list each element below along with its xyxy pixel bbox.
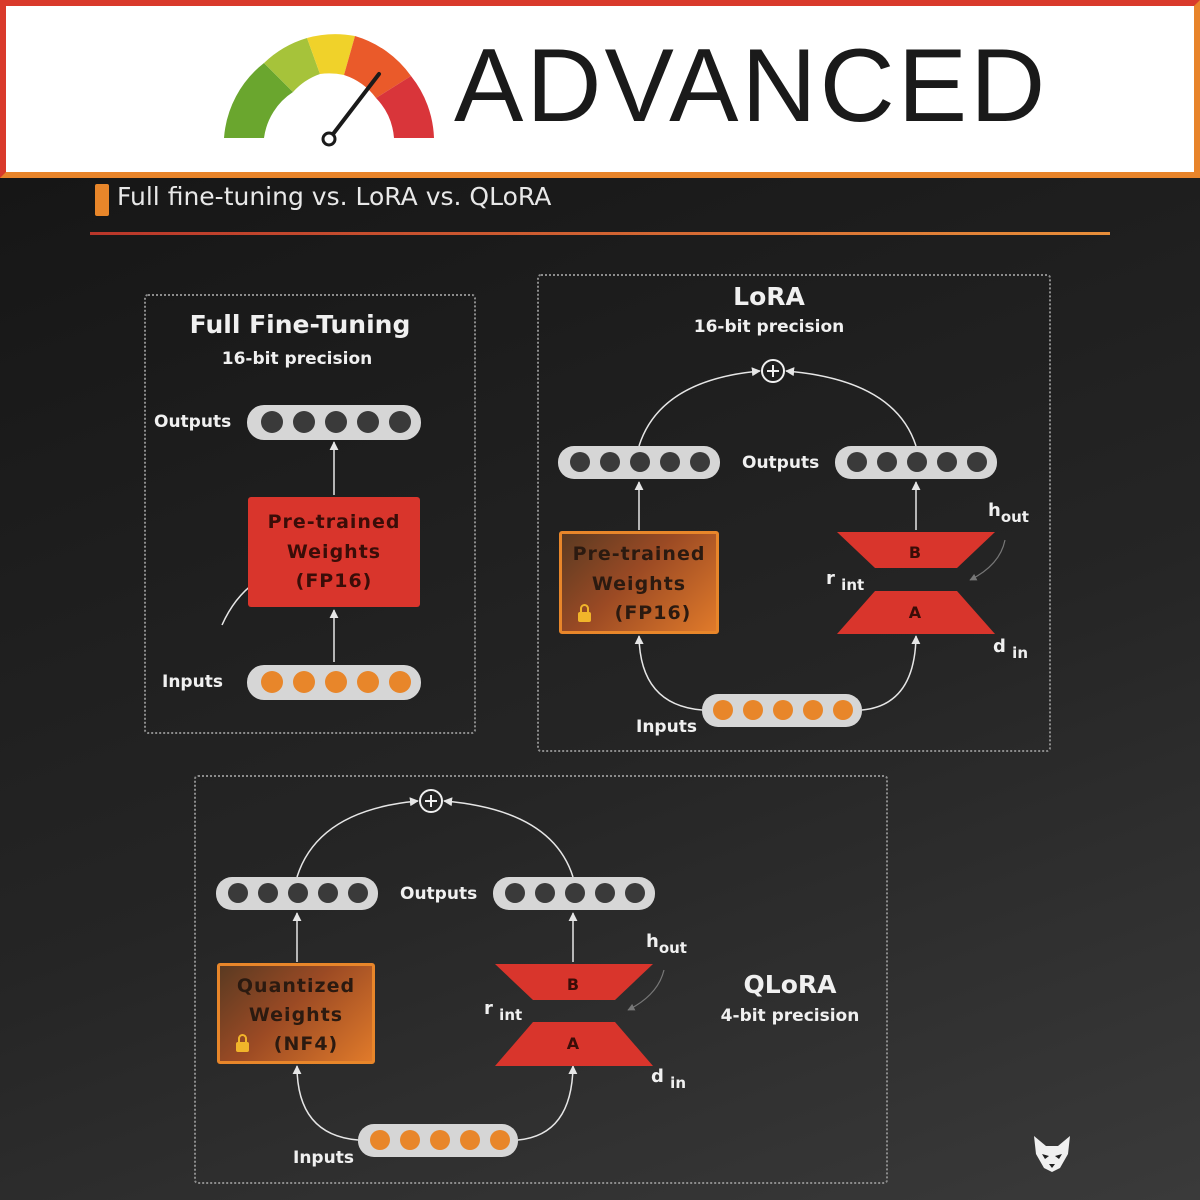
lora-inputs-bar bbox=[702, 694, 862, 727]
lora-outputs-label: Outputs bbox=[742, 453, 820, 473]
full-ft-outputs-label: Outputs bbox=[154, 412, 232, 432]
qlora-title: QLoRA bbox=[743, 970, 837, 999]
lora-left-merge-arrow bbox=[638, 367, 761, 447]
lora-matrix-b bbox=[837, 532, 995, 568]
qlora-plus-icon bbox=[419, 789, 443, 813]
qlora-dim-arrow bbox=[627, 969, 665, 1011]
lora-r-main: r bbox=[826, 568, 835, 589]
qlora-b-label: B bbox=[566, 975, 580, 994]
qlora-outputs-label: Outputs bbox=[400, 884, 478, 904]
qlora-left-merge-arrow bbox=[296, 797, 419, 878]
lora-dim-arrow bbox=[969, 539, 1006, 581]
qlora-weights-line-2: Weights bbox=[248, 1004, 344, 1026]
speedometer-gauge-icon bbox=[224, 34, 434, 147]
qlora-inputs-label: Inputs bbox=[293, 1148, 354, 1168]
full-ft-inputs-label: Inputs bbox=[162, 672, 223, 692]
wolf-logo-icon bbox=[1034, 1136, 1070, 1172]
full-ft-precision: 16-bit precision bbox=[221, 349, 373, 369]
lora-weights-line-1: Pre-trained bbox=[572, 543, 706, 565]
qlora-weights-line-1: Quantized bbox=[236, 975, 356, 997]
title-marker bbox=[95, 184, 109, 216]
lora-weights-line-2: Weights bbox=[591, 573, 687, 595]
page-title: Full fine-tuning vs. LoRA vs. QLoRA bbox=[117, 182, 552, 211]
full-ft-weights-line-3: (FP16) bbox=[295, 570, 373, 592]
qlora-right-outputs-bar bbox=[493, 877, 655, 910]
full-ft-outputs-bar bbox=[247, 405, 421, 440]
qlora-precision: 4-bit precision bbox=[720, 1006, 860, 1026]
qlora-weights-line-3: (NF4) bbox=[273, 1033, 339, 1055]
qlora-input-left-arrow bbox=[292, 1065, 359, 1141]
qlora-matrix-b bbox=[495, 964, 653, 1000]
lora-h-main: h bbox=[988, 500, 1001, 521]
lock-icon bbox=[578, 604, 591, 622]
qlora-r-sub: int bbox=[499, 1006, 523, 1024]
qlora-h-main: h bbox=[646, 931, 659, 952]
qlora-h-sub: out bbox=[658, 939, 687, 957]
panel-lora bbox=[537, 274, 1051, 752]
lora-matrix-a bbox=[837, 591, 995, 634]
header-banner: ADVANCED bbox=[0, 0, 1200, 178]
full-ft-title: Full Fine-Tuning bbox=[189, 310, 411, 339]
lora-weights-line-3: (FP16) bbox=[614, 602, 692, 624]
qlora-r-main: r bbox=[484, 998, 493, 1019]
lora-h-out-label: hout bbox=[988, 500, 1029, 526]
qlora-r-int-label: r int bbox=[484, 998, 522, 1024]
lora-plus-icon bbox=[761, 359, 785, 383]
lora-a-label: A bbox=[908, 603, 922, 622]
title-divider bbox=[90, 232, 1110, 235]
lora-input-left-arrow bbox=[634, 635, 703, 711]
panel-qlora bbox=[194, 775, 888, 1184]
lora-inputs-label: Inputs bbox=[636, 717, 697, 737]
qlora-d-sub: in bbox=[670, 1074, 686, 1092]
lora-r-sub: int bbox=[841, 576, 865, 594]
lora-frozen-weights-block: Pre-trained Weights (FP16) bbox=[559, 531, 719, 634]
lora-b-label: B bbox=[908, 543, 922, 562]
qlora-d-in-label: d in bbox=[651, 1066, 686, 1092]
lora-right-outputs-bar bbox=[835, 446, 997, 479]
qlora-d-main: d bbox=[651, 1066, 664, 1087]
qlora-input-right-arrow bbox=[517, 1065, 578, 1141]
lora-precision: 16-bit precision bbox=[693, 317, 845, 337]
full-ft-inputs-bar bbox=[247, 665, 421, 700]
lora-left-outputs-bar bbox=[558, 446, 720, 479]
lock-icon bbox=[236, 1034, 249, 1052]
qlora-right-merge-arrow bbox=[443, 797, 574, 878]
lora-d-sub: in bbox=[1012, 644, 1028, 662]
qlora-matrix-a bbox=[495, 1022, 653, 1066]
lora-r-int-label: r int bbox=[826, 568, 864, 594]
lora-d-in-label: d in bbox=[993, 636, 1028, 662]
full-ft-weights-block: Pre-trained Weights (FP16) bbox=[248, 497, 420, 607]
lora-d-main: d bbox=[993, 636, 1006, 657]
lora-title: LoRA bbox=[733, 282, 805, 311]
qlora-quantized-weights-block: Quantized Weights (NF4) bbox=[217, 963, 375, 1064]
full-ft-weights-line-1: Pre-trained bbox=[267, 511, 401, 533]
qlora-h-out-label: hout bbox=[646, 931, 687, 957]
difficulty-title: ADVANCED bbox=[454, 28, 1049, 144]
lora-right-merge-arrow bbox=[785, 367, 917, 447]
qlora-inputs-bar bbox=[358, 1124, 518, 1157]
panel-full-finetuning bbox=[144, 294, 476, 734]
lora-input-right-arrow bbox=[861, 635, 921, 711]
qlora-left-outputs-bar bbox=[216, 877, 378, 910]
lora-h-sub: out bbox=[1000, 508, 1029, 526]
qlora-a-label: A bbox=[566, 1034, 580, 1053]
full-ft-weights-line-2: Weights bbox=[286, 541, 382, 563]
